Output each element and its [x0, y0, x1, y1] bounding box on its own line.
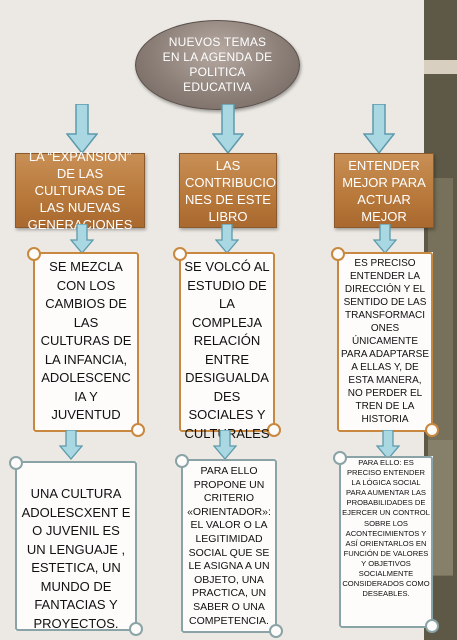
header-box-label: LAS CONTRIBUCIO NES DE ESTE LIBRO — [185, 157, 276, 224]
header-box-contribuciones: LAS CONTRIBUCIO NES DE ESTE LIBRO — [179, 153, 277, 228]
scroll-curl — [9, 456, 23, 470]
scroll-curl — [425, 423, 439, 437]
scroll-box-volco: SE VOLCÓ AL ESTUDIO DE LA COMPLEJA RELAC… — [173, 247, 281, 441]
arrow-down-icon — [215, 224, 239, 254]
scroll-curl — [131, 423, 145, 437]
sidebar-band — [424, 60, 457, 74]
scroll-curl — [129, 622, 143, 636]
arrow-down-icon — [66, 104, 98, 154]
scroll-curl — [173, 247, 187, 261]
scroll-box-mezcla: SE MEZCLA CON LOS CAMBIOS DE LAS CULTURA… — [27, 247, 145, 437]
root-node: NUEVOS TEMAS EN LA AGENDA DE POLITICA ED… — [135, 20, 300, 110]
arrow-down-icon — [70, 224, 94, 254]
scroll-box-preciso: ES PRECISO ENTENDER LA DIRECCIÓN Y EL SE… — [331, 247, 439, 437]
arrow-down-icon — [212, 104, 244, 154]
arrow-down-icon — [59, 430, 83, 460]
scroll-box-text: PARA ELLO: ES PRECISO ENTENDER LA LÓGICA… — [342, 458, 430, 599]
root-node-label: NUEVOS TEMAS EN LA AGENDA DE POLITICA ED… — [162, 35, 273, 94]
scroll-curl — [27, 247, 41, 261]
scroll-box-text: PARA ELLO PROPONE UN CRITERIO «ORIENTADO… — [187, 465, 271, 627]
scroll-box-text: SE MEZCLA CON LOS CAMBIOS DE LAS CULTURA… — [40, 259, 132, 422]
scroll-box-criterio: PARA ELLO PROPONE UN CRITERIO «ORIENTADO… — [175, 454, 283, 638]
scroll-box-text: SE VOLCÓ AL ESTUDIO DE LA COMPLEJA RELAC… — [184, 259, 270, 441]
scroll-curl — [175, 454, 189, 468]
arrow-down-icon — [373, 224, 397, 254]
header-box-label: LA “EXPANSION” DE LAS CULTURAS DE LAS NU… — [28, 149, 133, 232]
scroll-box-logica: PARA ELLO: ES PRECISO ENTENDER LA LÓGICA… — [333, 451, 439, 633]
scroll-curl — [331, 247, 345, 261]
scroll-box-text: UNA CULTURA ADOLESCXENT E O JUVENIL ES U… — [21, 486, 131, 631]
scroll-curl — [267, 423, 281, 437]
header-box-label: ENTENDER MEJOR PARA ACTUAR MEJOR — [342, 157, 426, 224]
scroll-box-text: ES PRECISO ENTENDER LA DIRECCIÓN Y EL SE… — [341, 258, 429, 425]
arrow-down-icon — [363, 104, 395, 154]
scroll-curl — [425, 619, 439, 633]
scroll-curl — [269, 624, 283, 638]
scroll-box-cultura: UNA CULTURA ADOLESCXENT E O JUVENIL ES U… — [9, 456, 143, 636]
scroll-curl — [333, 451, 347, 465]
arrow-down-icon — [213, 430, 237, 460]
arrow-down-icon — [376, 430, 400, 460]
header-box-entender: ENTENDER MEJOR PARA ACTUAR MEJOR — [334, 153, 434, 228]
header-box-expansion: LA “EXPANSION” DE LAS CULTURAS DE LAS NU… — [15, 149, 145, 232]
